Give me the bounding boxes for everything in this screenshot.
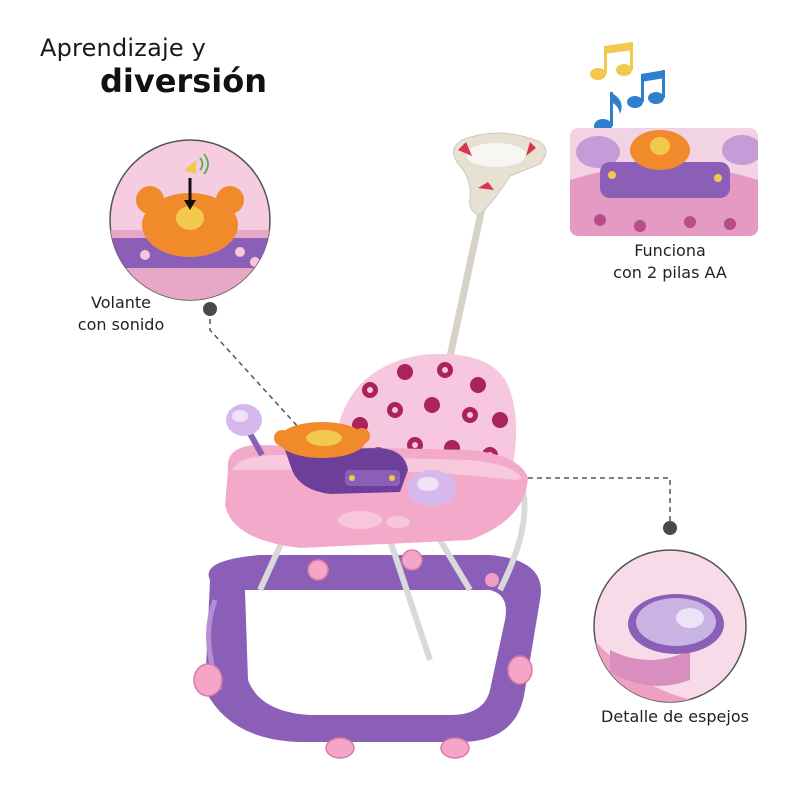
title-line2: diversión: [100, 62, 267, 100]
caption-batteries: Funciona con 2 pilas AA: [600, 240, 740, 284]
caption-steering-text: Volante con sonido: [77, 293, 165, 334]
title-line1: Aprendizaje y: [40, 34, 207, 62]
mirror-right: [408, 470, 456, 506]
walker-body: [193, 132, 547, 759]
caption-mirrors-text: Detalle de espejos: [601, 707, 749, 726]
battery-panel-image: [570, 128, 758, 236]
music-notes-icon: [590, 42, 665, 133]
sound-horn-icon: [184, 153, 209, 175]
callout-dot-steering: [203, 302, 217, 316]
caption-mirrors: Detalle de espejos: [590, 706, 760, 728]
caption-batteries-text: Funciona con 2 pilas AA: [613, 241, 727, 282]
leader-steering: [209, 310, 311, 441]
callout-dot-mirrors: [663, 521, 677, 535]
mirror-left: [226, 404, 265, 457]
mirror-zoom-circle: [593, 549, 747, 703]
caption-steering: Volante con sonido: [56, 292, 186, 336]
